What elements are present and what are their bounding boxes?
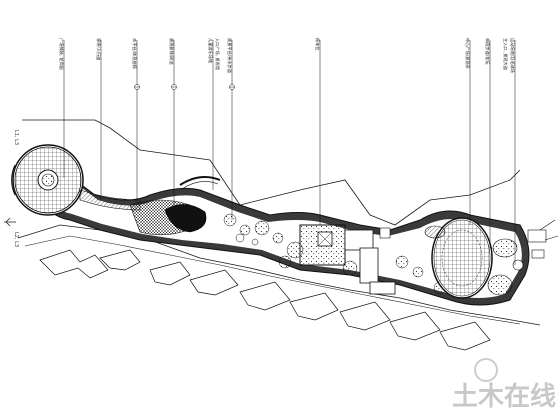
site-boundary-lower	[17, 224, 541, 326]
callout-label: 木平台/休息座椅	[131, 38, 138, 69]
section-arrow-icon	[4, 217, 16, 227]
callout-label: 运动场地/羽毛球场	[509, 38, 516, 73]
left-circular-plaza	[11, 144, 84, 216]
central-plaza	[299, 224, 396, 295]
edge-label-bottom: L2, L3	[13, 232, 19, 247]
callout-label: 主入口, 景观大道	[502, 38, 509, 71]
callout-markers	[134, 84, 235, 90]
tree-cluster-mid	[223, 213, 284, 246]
edge-label-top: L1, L3	[13, 130, 19, 145]
site-boundary-upper	[22, 119, 521, 226]
planting-beds-right	[424, 225, 524, 296]
callout-label: 广场铺装, 花岗岩	[58, 38, 65, 70]
callout-labels: 广场铺装, 花岗岩 草坪/人行道 木平台/休息座椅 景观树阵/树池 儿童游乐场地…	[58, 38, 516, 74]
callout-label: 景观树阵/树池	[168, 38, 175, 65]
callout-leaders	[63, 40, 516, 265]
callout-label: 入口广场, 景观墙	[214, 38, 221, 70]
callout-label: 停车位	[314, 38, 321, 51]
inner-road-line	[24, 235, 521, 325]
pond-area	[164, 204, 207, 233]
tree-cluster-plaza	[278, 241, 447, 295]
right-oval-plaza	[431, 217, 493, 299]
residential-buildings	[39, 249, 491, 351]
callout-label: 观景平台/亲水步道	[226, 38, 233, 74]
callout-label: 草坪/人行道	[95, 38, 102, 61]
watermark: 土木在线	[452, 358, 556, 412]
walkway-arc	[179, 175, 221, 186]
watermark-text: 土木在线	[452, 382, 556, 412]
right-entrance-structure	[527, 219, 559, 259]
callout-label: 林荫步道/花坛	[484, 38, 491, 65]
callout-label: 中心广场/景观亭	[464, 38, 471, 69]
callout-label: 儿童游乐场地	[207, 38, 214, 64]
